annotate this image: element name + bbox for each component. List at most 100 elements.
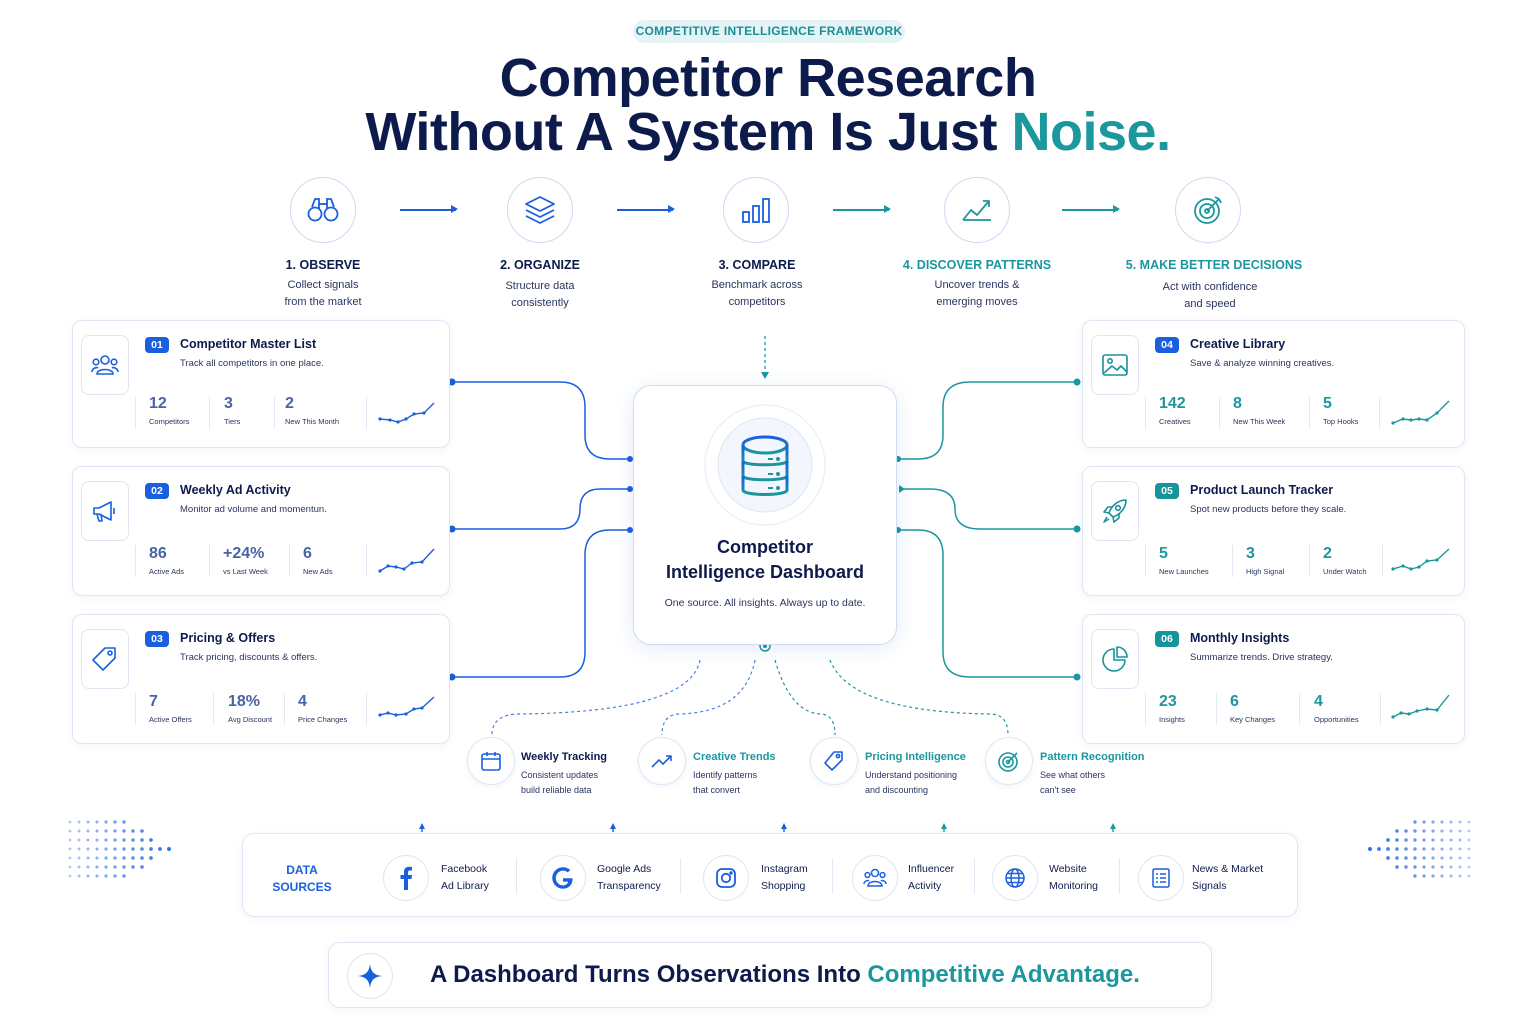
decorative-dot	[1449, 838, 1453, 842]
card-weekly-ad-activity[interactable]: 02 Weekly Ad Activity Monitor ad volume …	[72, 466, 450, 596]
decorative-dot	[1440, 856, 1444, 860]
sparkline	[378, 696, 435, 717]
sparkline	[378, 548, 435, 573]
step-title: 2. ORGANIZE	[500, 258, 580, 272]
hub-title-2: Intelligence Dashboard	[665, 562, 865, 582]
card-subtitle: Spot new products before they scale.	[1190, 504, 1347, 515]
trend-up-icon	[638, 737, 686, 785]
decorative-dot	[1467, 847, 1471, 851]
decorative-dot	[113, 820, 117, 824]
card-title: Creative Library	[1190, 337, 1286, 351]
step-arrow	[1062, 206, 1120, 212]
card-badge: 03	[145, 631, 169, 647]
decorative-dot	[1431, 847, 1435, 851]
sparkline	[1391, 548, 1450, 571]
decorative-dot	[1431, 874, 1435, 878]
decorative-dot	[86, 856, 90, 860]
decorative-dot	[1422, 874, 1426, 878]
card-pricing-offers[interactable]: 03 Pricing & Offers Track pricing, disco…	[72, 614, 450, 744]
hub-title-1: Competitor	[717, 537, 813, 557]
card-product-launch-tracker[interactable]: 05 Product Launch Tracker Spot new produ…	[1082, 466, 1465, 596]
decorative-dot	[122, 865, 126, 869]
decorative-dot	[1440, 829, 1444, 833]
decorative-dot	[1449, 820, 1453, 824]
decorative-dot	[1413, 829, 1417, 833]
decorative-dot	[140, 838, 144, 842]
card-title: Pricing & Offers	[180, 631, 276, 645]
decorative-dot	[95, 856, 99, 860]
decorative-dot	[68, 865, 72, 869]
layers-icon	[507, 177, 573, 243]
decorative-dot	[149, 838, 153, 842]
decorative-dot	[104, 847, 108, 851]
decorative-dot	[1458, 820, 1462, 824]
step-arrow	[833, 206, 891, 212]
decorative-dot	[131, 838, 135, 842]
decorative-dot	[1422, 865, 1426, 869]
stat: +24%vs Last Week	[223, 545, 268, 576]
decorative-dot	[95, 847, 99, 851]
decorative-dot	[1440, 820, 1444, 824]
decorative-dot	[1404, 856, 1408, 860]
step-arrow	[617, 206, 675, 212]
decorative-dot	[1467, 829, 1471, 833]
decorative-dot	[122, 856, 126, 860]
decorative-dot	[113, 865, 117, 869]
decorative-dot	[77, 829, 81, 833]
feature-pricing-intelligence: Pricing Intelligence Understand position…	[865, 751, 966, 795]
decorative-dot	[122, 838, 126, 842]
decorative-dot	[95, 865, 99, 869]
card-badge: 02	[145, 483, 169, 499]
card-monthly-insights[interactable]: 06 Monthly Insights Summarize trends. Dr…	[1082, 614, 1465, 744]
card-badge: 04	[1155, 337, 1179, 353]
decorative-dot	[68, 820, 72, 824]
card-competitor-master-list[interactable]: 01 Competitor Master List Track all comp…	[72, 320, 450, 448]
decorative-dot	[131, 829, 135, 833]
decorative-dot	[104, 874, 108, 878]
step-arrow	[400, 206, 458, 212]
decorative-dot	[122, 820, 126, 824]
decorative-dot	[131, 847, 135, 851]
decorative-dot	[68, 856, 72, 860]
decorative-dot	[113, 847, 117, 851]
decorative-dot	[1413, 820, 1417, 824]
decorative-dot	[1413, 865, 1417, 869]
decorative-dot	[86, 874, 90, 878]
decorative-dot	[1458, 856, 1462, 860]
decorative-dot	[1440, 865, 1444, 869]
card-badge: 05	[1155, 483, 1179, 499]
decorative-dot	[1404, 865, 1408, 869]
decorative-dot	[1395, 847, 1399, 851]
sparkline	[1391, 400, 1450, 425]
decorative-dot	[77, 856, 81, 860]
decorative-dot	[86, 847, 90, 851]
card-creative-library[interactable]: 04 Creative Library Save & analyze winni…	[1082, 320, 1465, 448]
decorative-dot	[68, 829, 72, 833]
decorative-dot	[1431, 820, 1435, 824]
decorative-dot	[1422, 838, 1426, 842]
users-icon	[81, 335, 129, 395]
decorative-dot	[131, 865, 135, 869]
decorative-dot	[1449, 847, 1453, 851]
decorative-dot	[1386, 847, 1390, 851]
decorative-dot	[140, 829, 144, 833]
decorative-dot	[122, 874, 126, 878]
